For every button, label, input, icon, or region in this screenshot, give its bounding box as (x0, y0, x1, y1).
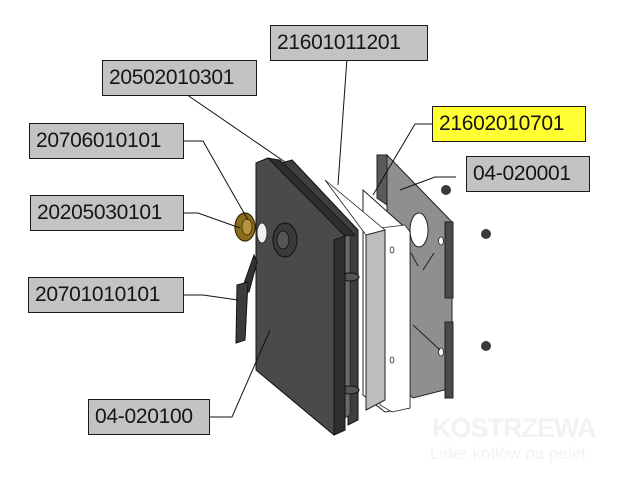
nut-hardware (441, 185, 491, 351)
part-label-20502010301[interactable]: 20502010301 (102, 60, 257, 96)
door-handle-part (235, 253, 258, 344)
nut-ring-part (234, 212, 256, 242)
brand-tagline: Lider kotłów na pelet (430, 444, 586, 463)
door-panel-part (255, 157, 356, 436)
part-label-21601011201[interactable]: 21601011201 (270, 25, 428, 61)
washer-part (256, 222, 268, 244)
gasket-part (324, 179, 386, 411)
part-label-04-020001[interactable]: 04-020001 (466, 156, 590, 192)
part-label-20706010101[interactable]: 20706010101 (29, 123, 184, 159)
part-label-04-020100[interactable]: 04-020100 (88, 399, 210, 435)
part-label-20205030101[interactable]: 20205030101 (30, 195, 184, 231)
part-label-21602010701[interactable]: 21602010701 (432, 106, 586, 142)
brand-watermark: KOSTRZEWA (432, 413, 596, 443)
leader-lines (179, 57, 456, 418)
part-label-20701010101[interactable]: 20701010101 (28, 277, 184, 313)
